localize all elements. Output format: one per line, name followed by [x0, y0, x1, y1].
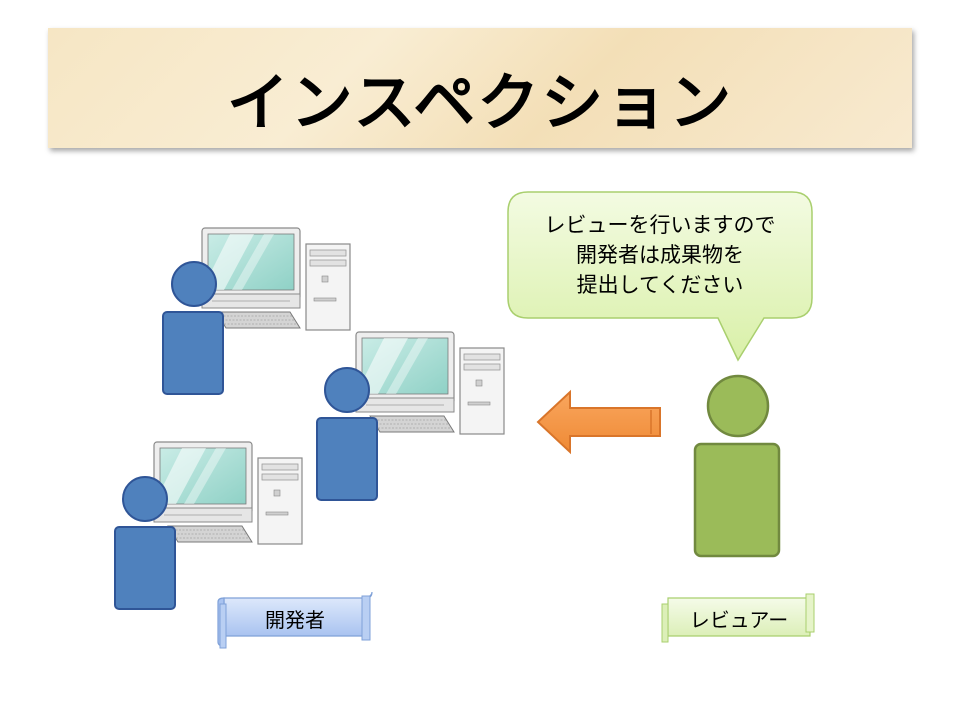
- computer-workstation-2: [355, 331, 505, 435]
- developer-person-2: [316, 367, 378, 501]
- developer-person-1: [162, 261, 224, 395]
- speech-bubble-line-1: レビューを行いますので: [544, 213, 776, 237]
- developer-label: 開発者: [265, 608, 325, 632]
- reviewer-person: [693, 374, 781, 558]
- reviewer-label: レビュアー: [689, 608, 789, 632]
- developer-scroll-banner: [217, 591, 373, 649]
- speech-bubble: [507, 191, 813, 362]
- speech-bubble-line-3: 提出してください: [576, 273, 744, 297]
- speech-bubble-line-2: 開発者は成果物を: [576, 243, 744, 267]
- page-title: インスペクション: [226, 66, 734, 139]
- speech-bubble-text: レビューを行いますので 開発者は成果物を 提出してください: [510, 210, 810, 300]
- computer-workstation-1: [201, 227, 351, 331]
- reviewer-scroll-banner: [661, 593, 815, 643]
- developer-person-3: [114, 476, 176, 610]
- arrow-left-icon: [536, 389, 661, 455]
- computer-workstation-3: [153, 441, 303, 545]
- title-banner: インスペクション: [48, 28, 912, 148]
